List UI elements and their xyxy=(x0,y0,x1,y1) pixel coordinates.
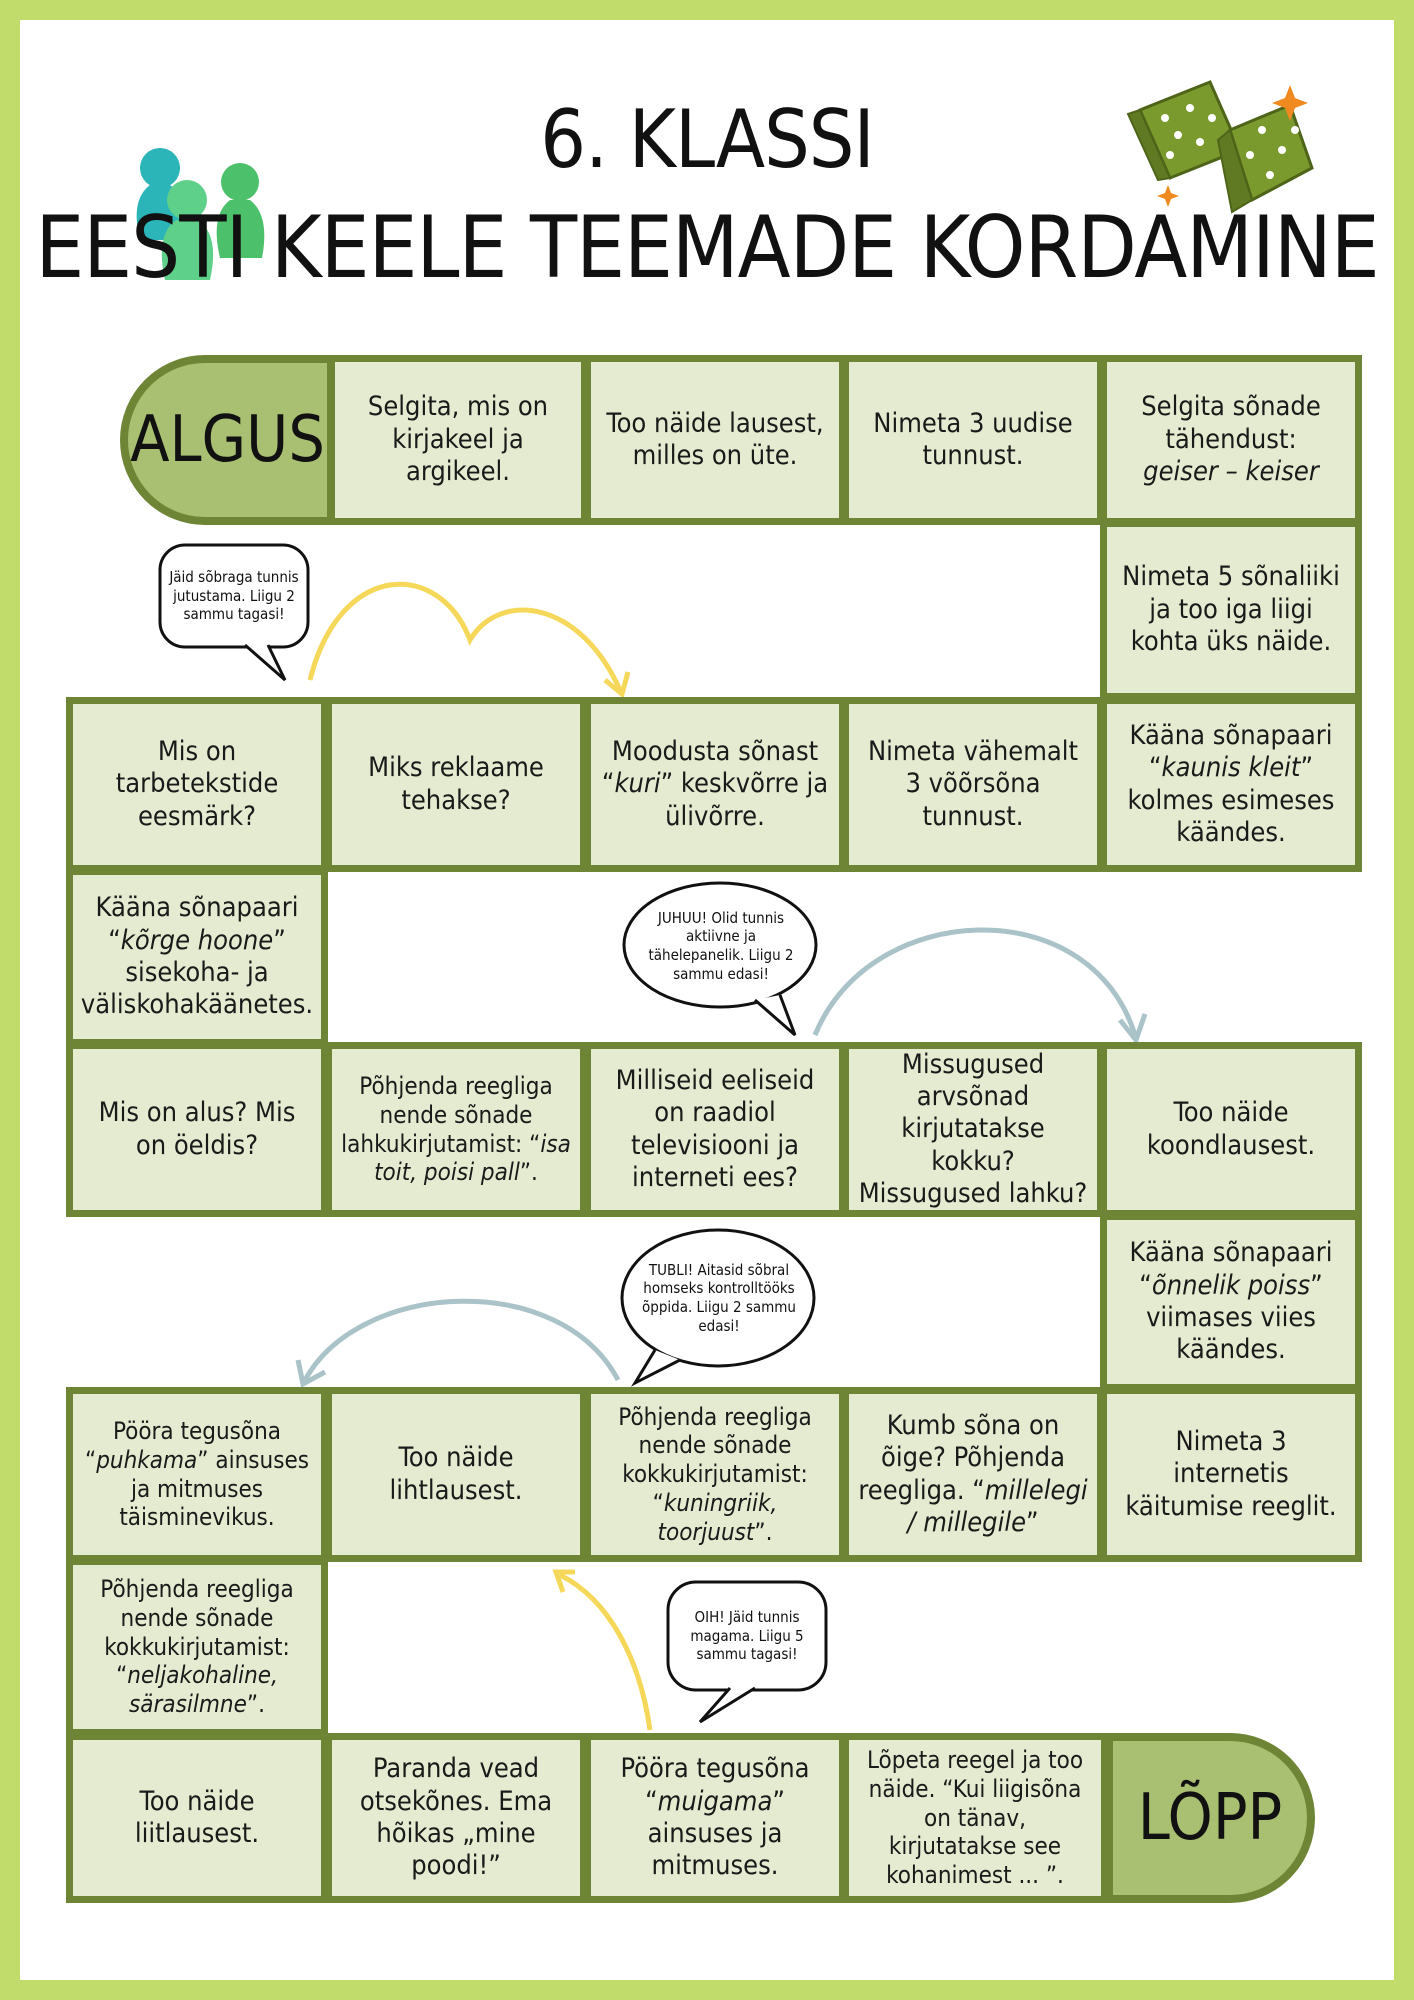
page-title-line-2: EESTI KEELE TEEMADE KORDAMINE xyxy=(35,198,1379,298)
board-cell-7: Nimeta vähemalt 3 võõrsõna tunnust. xyxy=(842,697,1104,872)
board-cell-23: Põhjenda reegliga nende sõnade kokkukirj… xyxy=(66,1558,328,1736)
board-cell-17: Kääna sõnapaari “õnnelik poiss” viimases… xyxy=(1100,1213,1362,1391)
arrow-yellow-top xyxy=(307,581,623,692)
speech-bubble-1 xyxy=(158,543,310,682)
board-cell-24: Too näide liitlausest. xyxy=(66,1733,328,1903)
board-cell-18: Nimeta 3 internetis käitumise reeglit. xyxy=(1100,1387,1362,1562)
game-pawns-icon xyxy=(136,148,265,280)
board-cell-15: Missugused arvsõnad kirjutatakse kokku? … xyxy=(842,1042,1104,1217)
board-cell-26: Pööra tegusõna “muigama” ainsuses ja mit… xyxy=(584,1733,846,1903)
board-cell-4: Selgita sõnade tähendust:geiser – keiser xyxy=(1100,355,1362,525)
speech-bubble-1-text: Jäid sõbraga tunnis jutustama. Liigu 2 s… xyxy=(169,567,299,624)
start-square: ALGUS xyxy=(120,355,335,525)
board-cell-12: Mis on alus? Mis on öeldis? xyxy=(66,1042,328,1217)
sparkle-icon xyxy=(1157,85,1308,207)
board-cell-13: Põhjenda reegliga nende sõnade lahkukirj… xyxy=(325,1042,587,1217)
arrow-yellow-bottom xyxy=(558,1572,653,1731)
board-cell-14: Milliseid eeliseid on raadiol televisioo… xyxy=(584,1042,846,1217)
board-cell-9: Miks reklaame tehakse? xyxy=(325,697,587,872)
speech-bubble-4 xyxy=(666,1580,828,1724)
board-cell-3: Nimeta 3 uudise tunnust. xyxy=(842,355,1104,525)
speech-bubble-3-text: TUBLI! Aitasid sõbral homseks kontrolltö… xyxy=(642,1260,796,1335)
board-cell-21: Too näide lihtlausest. xyxy=(325,1387,587,1562)
board-cell-22: Pööra tegusõna “puhkama” ainsuses ja mit… xyxy=(66,1387,328,1562)
board-cell-6: Käänа sõnapaari “kaunis kleit” kolmes es… xyxy=(1100,697,1362,872)
dice-icon xyxy=(1126,80,1314,214)
board-cell-27: Lõpeta reegel ja too näide. “Kui liigisõ… xyxy=(842,1733,1108,1903)
board-cell-11: Kääna sõnapaari “kõrge hoone” sisekoha- … xyxy=(66,868,328,1046)
end-square: LÕPP xyxy=(1105,1733,1315,1903)
board-cell-8: Moodusta sõnast “kuri” keskvõrre ja üliv… xyxy=(584,697,846,872)
board-cell-20: Põhjenda reegliga nende sõnade kokkukirj… xyxy=(584,1387,846,1562)
board-cell-1: Selgita, mis on kirjakeel ja argikeel. xyxy=(328,355,588,525)
speech-bubble-3 xyxy=(620,1228,816,1387)
board-cell-25: Paranda vead otsekõnes. Ema hõikas „mine… xyxy=(325,1733,587,1903)
speech-bubble-4-text: OIH! Jäid tunnis magama. Liigu 5 sammu t… xyxy=(690,1607,804,1664)
arrow-blue-middle xyxy=(812,927,1138,1036)
speech-bubble-2 xyxy=(622,881,818,1037)
speech-bubble-2-text: JUHUU! Olid tunnis aktiivne ja tähelepan… xyxy=(648,908,794,983)
board-cell-10: Mis on tarbetekstide eesmärk? xyxy=(66,697,328,872)
board-cell-16: Too näide koondlausest. xyxy=(1100,1042,1362,1217)
board-cell-5: Nimeta 5 sõnaliiki ja too iga liigi koht… xyxy=(1100,520,1362,700)
board-cell-19: Kumb sõna on õige? Põhjenda reegliga. “m… xyxy=(842,1387,1104,1562)
arrow-blue-lower xyxy=(302,1298,621,1382)
board-cell-2: Too näide lausest, milles on üte. xyxy=(584,355,846,525)
page-title-line-1: 6. KLASSI xyxy=(540,93,874,186)
